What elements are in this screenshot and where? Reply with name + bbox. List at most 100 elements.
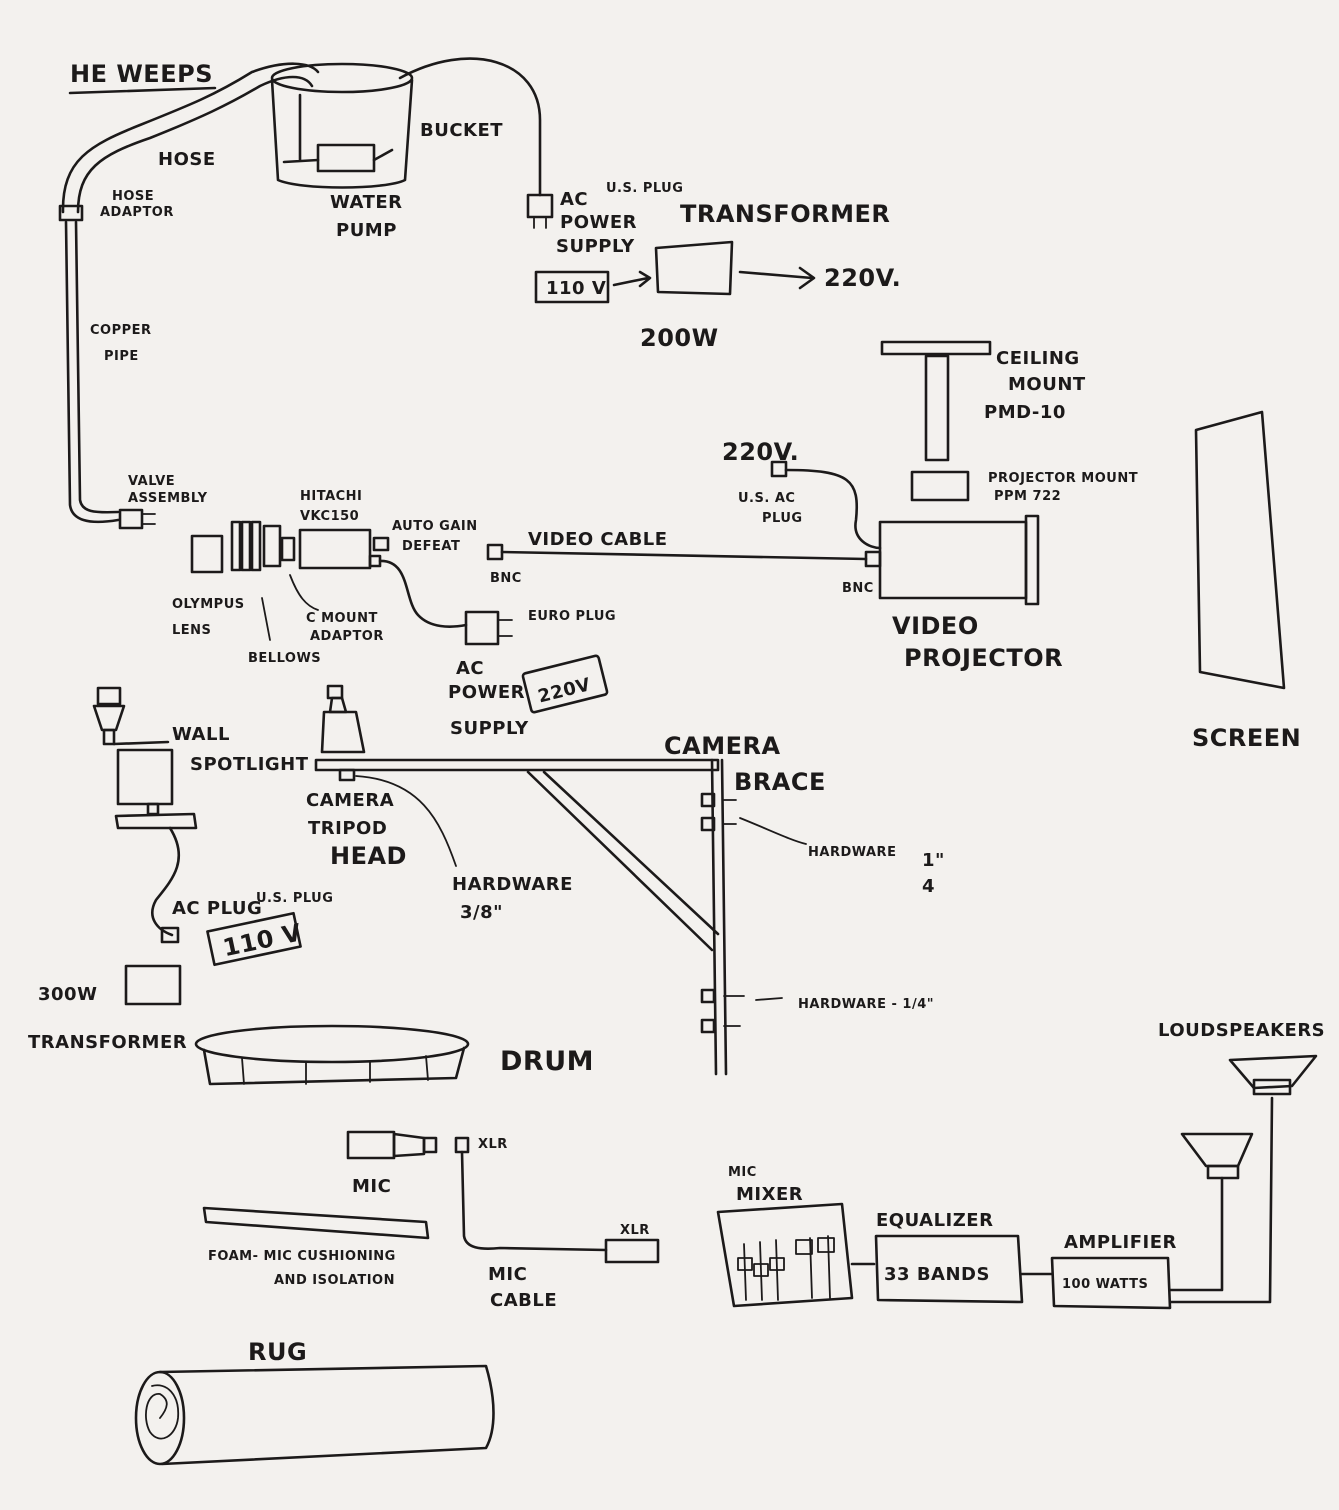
water-pump-label-1: WATER — [330, 192, 403, 213]
olympus-lens-label-1: OLYMPUS — [172, 597, 245, 612]
auto-gain-label-2: DEFEAT — [402, 539, 460, 554]
bellows-4 — [264, 526, 280, 566]
projector-power-cord — [786, 470, 880, 548]
valve-assembly — [120, 510, 142, 528]
water-pump-label-2: PUMP — [336, 220, 397, 241]
projector-mount-label-2: PPM 722 — [994, 489, 1061, 504]
video-cable-label: VIDEO CABLE — [528, 529, 668, 550]
hardware-bottom-leader — [756, 998, 782, 1000]
hardware-bolt-tips-bottom — [724, 996, 744, 1026]
transformer-top-label: TRANSFORMER — [680, 200, 890, 228]
euro-plug — [466, 612, 498, 644]
voltage-220-label: 220V. — [824, 264, 901, 292]
voltage-110-label: 110 V — [546, 278, 606, 299]
ceiling-mount-label-1: CEILING — [996, 348, 1080, 369]
camera-tripod-head — [322, 712, 364, 752]
foam-label-2: AND ISOLATION — [274, 1273, 395, 1288]
mic-xlr-end — [424, 1138, 436, 1152]
arrow-to-220v — [740, 268, 814, 288]
mic-mixer — [718, 1204, 852, 1306]
spotlight-joint — [148, 804, 158, 814]
amp-to-speaker-1-cable — [1170, 1178, 1222, 1290]
copper-pipe-inner — [76, 222, 118, 512]
us-plug-top — [528, 195, 552, 217]
projector-mount-label-1: PROJECTOR MOUNT — [988, 471, 1138, 486]
mic-mixer-label-1: MIC — [728, 1165, 757, 1180]
diagram-title: HE WEEPS — [70, 60, 213, 88]
us-ac-plug-label-2: PLUG — [762, 511, 803, 526]
camera-tripod-label-3: HEAD — [330, 842, 407, 870]
wattage-200-label: 200W — [640, 324, 719, 352]
valve-assembly-label-1: VALVE — [128, 474, 175, 489]
tripod-bolt — [340, 770, 354, 780]
hardware-14-top-num: 1" — [922, 850, 945, 871]
ac-power-supply-label-1: AC — [560, 189, 588, 210]
us-plug-lower-label: U.S. PLUG — [256, 891, 333, 906]
wall-spotlight-label-1: WALL — [172, 724, 230, 745]
brace-horizontal-arm — [316, 760, 718, 770]
projection-screen — [1196, 412, 1284, 688]
rug-label: RUG — [248, 1338, 307, 1366]
euro-plug-prongs — [498, 620, 512, 636]
hitachi-label-2: VKC150 — [300, 509, 359, 524]
brace-diagonal-inner — [544, 772, 718, 934]
rug-spiral — [146, 1385, 178, 1438]
spotlight-base — [116, 814, 196, 828]
ac-power-supply2-label-1: AC — [456, 658, 484, 679]
c-mount-label-2: ADAPTOR — [310, 629, 384, 644]
arrow-to-transformer — [614, 272, 650, 286]
hardware-14-top-den: 4 — [922, 876, 935, 897]
bnc-connector-left — [488, 545, 502, 559]
hose-adaptor-label-2: ADAPTOR — [100, 205, 174, 220]
transformer-top — [656, 242, 732, 294]
hardware-top-leader — [740, 818, 806, 844]
camera-power-cord — [380, 561, 466, 627]
ac-power-supply2-label-2: POWER — [448, 682, 525, 703]
mic-label: MIC — [352, 1176, 391, 1197]
auto-gain-label-1: AUTO GAIN — [392, 519, 478, 534]
drum-group — [196, 1026, 468, 1084]
brace-diagonal-outer — [528, 772, 712, 950]
hitachi-camera — [300, 530, 370, 568]
camera-power-port — [370, 556, 380, 566]
hardware-bolt-tips-top — [724, 800, 736, 824]
auto-gain-defeat — [374, 538, 388, 550]
water-pump — [318, 145, 374, 171]
ceiling-mount-pole — [926, 356, 948, 460]
olympus-lens-label-2: LENS — [172, 623, 211, 638]
us-plug-top-label: U.S. PLUG — [606, 181, 683, 196]
xlr-connector-top — [456, 1138, 468, 1152]
rug-body — [160, 1366, 494, 1464]
foam-strip — [204, 1208, 428, 1238]
bucket-group — [272, 59, 552, 228]
screen-label: SCREEN — [1192, 724, 1301, 752]
voltage-220-box-label: 220V — [536, 674, 593, 707]
c-mount-label-1: C MOUNT — [306, 611, 378, 626]
xlr-bottom-label: XLR — [620, 1223, 650, 1238]
mic-cable — [462, 1152, 606, 1250]
foam-label-1: FOAM- MIC CUSHIONING — [208, 1249, 396, 1264]
camera-tripod-label-1: CAMERA — [306, 790, 394, 811]
drum-top — [196, 1026, 468, 1062]
rug-group — [136, 1366, 494, 1464]
mic-group — [204, 1132, 658, 1262]
equalizer-label: EQUALIZER — [876, 1210, 993, 1231]
camera-brace-label-2: BRACE — [734, 768, 826, 796]
copper-pipe-outer — [66, 222, 118, 522]
us-plug-top-prongs — [534, 217, 546, 228]
hardware-38-label-2: 3/8" — [460, 902, 503, 923]
ceiling-mount-label-2: MOUNT — [1008, 374, 1086, 395]
bnc-connector-right — [866, 552, 880, 566]
ceiling-mount-label-3: PMD-10 — [984, 402, 1066, 423]
transformer-lower — [126, 966, 180, 1004]
c-mount-adaptor — [282, 538, 294, 560]
loudspeaker-small-base — [1208, 1166, 1238, 1178]
hardware-14-bottom-label: HARDWARE - 1/4" — [798, 997, 934, 1012]
bellows-1 — [232, 522, 240, 570]
video-cable — [502, 552, 866, 559]
ceiling-mount-plate — [882, 342, 990, 354]
title-group: HE WEEPS — [70, 60, 215, 93]
hardware-14-top-label: HARDWARE — [808, 845, 896, 860]
